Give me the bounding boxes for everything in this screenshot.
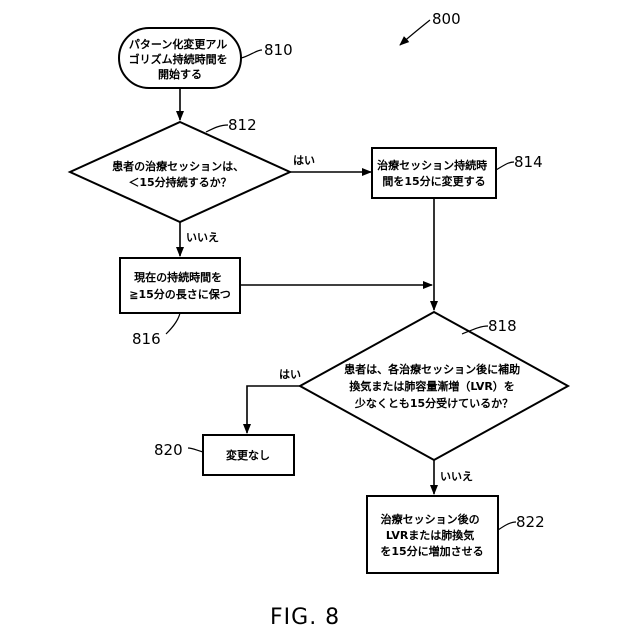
label-812-no: いいえ: [186, 231, 219, 244]
ref-812: 812: [228, 116, 257, 134]
ref-820-leader: [188, 448, 203, 452]
ref-810: 810: [264, 41, 293, 59]
ref-816: 816: [132, 330, 161, 348]
ref-814-leader: [496, 162, 514, 170]
edge-818-yes-820: [247, 386, 300, 433]
label-812-yes: はい: [293, 154, 315, 167]
label-818-no: いいえ: [440, 470, 473, 483]
node-820-text: 変更なし: [226, 448, 270, 462]
node-822-text: 治療セッション後の LVRまたは肺換気 を15分に増加させる: [380, 512, 483, 558]
ref-810-leader: [241, 50, 262, 58]
ref-822: 822: [516, 513, 545, 531]
label-818-yes: はい: [279, 368, 301, 381]
figure-caption: FIG. 8: [270, 605, 340, 630]
ref-822-leader: [498, 522, 516, 530]
figure-ref-800: 800: [432, 10, 461, 28]
node-816-process: [120, 258, 240, 313]
node-818-text: 患者は、各治療セッション後に補助 換気または肺容量漸増（LVR）を 少なくとも1…: [344, 362, 524, 410]
ref-816-leader: [166, 313, 180, 334]
node-814-process: [372, 148, 496, 198]
ref-812-leader: [206, 125, 228, 132]
ref-818: 818: [488, 317, 517, 335]
ref-820: 820: [154, 441, 183, 459]
figure-ref-leader: [400, 20, 430, 45]
ref-814: 814: [514, 153, 543, 171]
